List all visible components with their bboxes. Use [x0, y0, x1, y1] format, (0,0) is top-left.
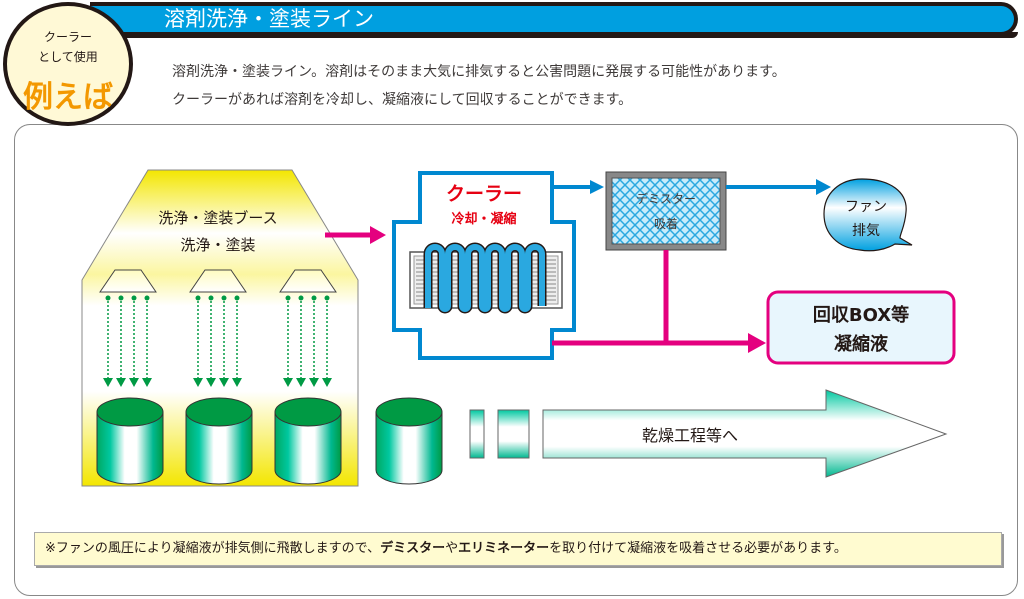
spray-arrowhead: [283, 378, 293, 387]
recovery-box: [766, 290, 956, 365]
next-process-arrow: [542, 389, 948, 478]
tank-icon: [96, 397, 164, 485]
spray-arrowhead: [309, 378, 319, 387]
recovery-label-1: 回収BOX等: [813, 304, 909, 326]
recovery-label-2: 凝縮液: [834, 333, 889, 355]
tank-body: [375, 411, 443, 485]
spray-dot: [208, 295, 214, 301]
spray-arrowhead: [193, 378, 203, 387]
spray-dot: [324, 295, 330, 301]
gas-arrow-2: [726, 179, 831, 195]
tank-body: [185, 411, 253, 485]
tank-icon: [375, 397, 443, 485]
badge-label: 例えば: [23, 80, 113, 115]
gas-arrow-1: [552, 180, 604, 194]
description: 溶剤洗浄・塗装ライン。溶剤はそのまま大気に排気すると公害問題に発展する可能性があ…: [172, 58, 786, 114]
note-bold-eliminator: エリミネーター: [458, 541, 550, 556]
spray-dot: [131, 295, 137, 301]
tank-top: [96, 397, 164, 427]
badge-line1: クーラー: [43, 30, 92, 44]
note-text-2: や: [445, 541, 459, 556]
spray-dot: [144, 295, 150, 301]
description-line2: クーラーがあれば溶剤を冷却し、凝縮液にして回収することができます。: [172, 92, 633, 108]
note-bold-demister: デミスター: [380, 541, 446, 556]
spray-nozzle-hood: [279, 269, 337, 293]
process-block-1: [469, 409, 485, 459]
tank-icon: [274, 397, 342, 485]
condensate-flow: [552, 250, 766, 353]
fan-label-2: 排気: [852, 223, 880, 239]
spray-nozzle-hood: [189, 269, 247, 293]
demister-label-2: 吸着: [654, 216, 678, 231]
spray-arrowhead: [206, 378, 216, 387]
spray-dot: [285, 295, 291, 301]
spray-arrowhead: [103, 378, 113, 387]
spray-dot: [118, 295, 124, 301]
fan-label-1: ファン: [845, 199, 887, 215]
spray-dot: [311, 295, 317, 301]
tank-body: [96, 411, 164, 485]
fan-exhaust-bubble: [823, 178, 913, 252]
next-process-label: 乾燥工程等へ: [642, 426, 738, 445]
spray-arrowhead: [296, 378, 306, 387]
cooler-subtitle: 冷却・凝縮: [451, 211, 516, 227]
example-badge: クーラー として使用 例えば: [3, 2, 133, 126]
spray-arrowhead: [116, 378, 126, 387]
spray-dot: [298, 295, 304, 301]
footnote: ※ファンの風圧により凝縮液が排気側に飛散しますので、デミスターやエリミネーターを…: [34, 532, 1002, 566]
tank-top: [185, 397, 253, 427]
demister-filter: [605, 171, 727, 251]
cooling-coil-icon: [409, 242, 563, 314]
process-block-2: [497, 409, 530, 459]
spray-dot: [234, 295, 240, 301]
page-title: 溶剤洗浄・塗装ライン: [164, 7, 374, 31]
tank-top: [274, 397, 342, 427]
spray-arrowhead: [322, 378, 332, 387]
spray-arrowhead: [129, 378, 139, 387]
cooler-title: クーラー: [446, 183, 522, 205]
spray-nozzle-hood: [99, 269, 157, 293]
tank-top: [375, 397, 443, 427]
booth-label-2: 洗浄・塗装: [180, 236, 255, 254]
spray-dot: [195, 295, 201, 301]
note-text-3: を取り付けて凝縮液を吸着させる必要があります。: [549, 541, 847, 556]
title-bar: [90, 2, 1018, 36]
spray-dot: [221, 295, 227, 301]
exhaust-arrow: [325, 226, 386, 244]
tank-body: [274, 411, 342, 485]
badge-line2: として使用: [38, 50, 98, 64]
spray-arrowhead: [219, 378, 229, 387]
note-text-1: ※ファンの風圧により凝縮液が排気側に飛散しますので、: [45, 541, 381, 556]
tank-icon: [185, 397, 253, 485]
demister-label-1: デミスター: [636, 191, 696, 206]
spray-arrowhead: [142, 378, 152, 387]
description-line1: 溶剤洗浄・塗装ライン。溶剤はそのまま大気に排気すると公害問題に発展する可能性があ…: [172, 64, 786, 80]
spray-dot: [105, 295, 111, 301]
spray-arrowhead: [232, 378, 242, 387]
booth-label-1: 洗浄・塗装ブース: [158, 209, 277, 227]
